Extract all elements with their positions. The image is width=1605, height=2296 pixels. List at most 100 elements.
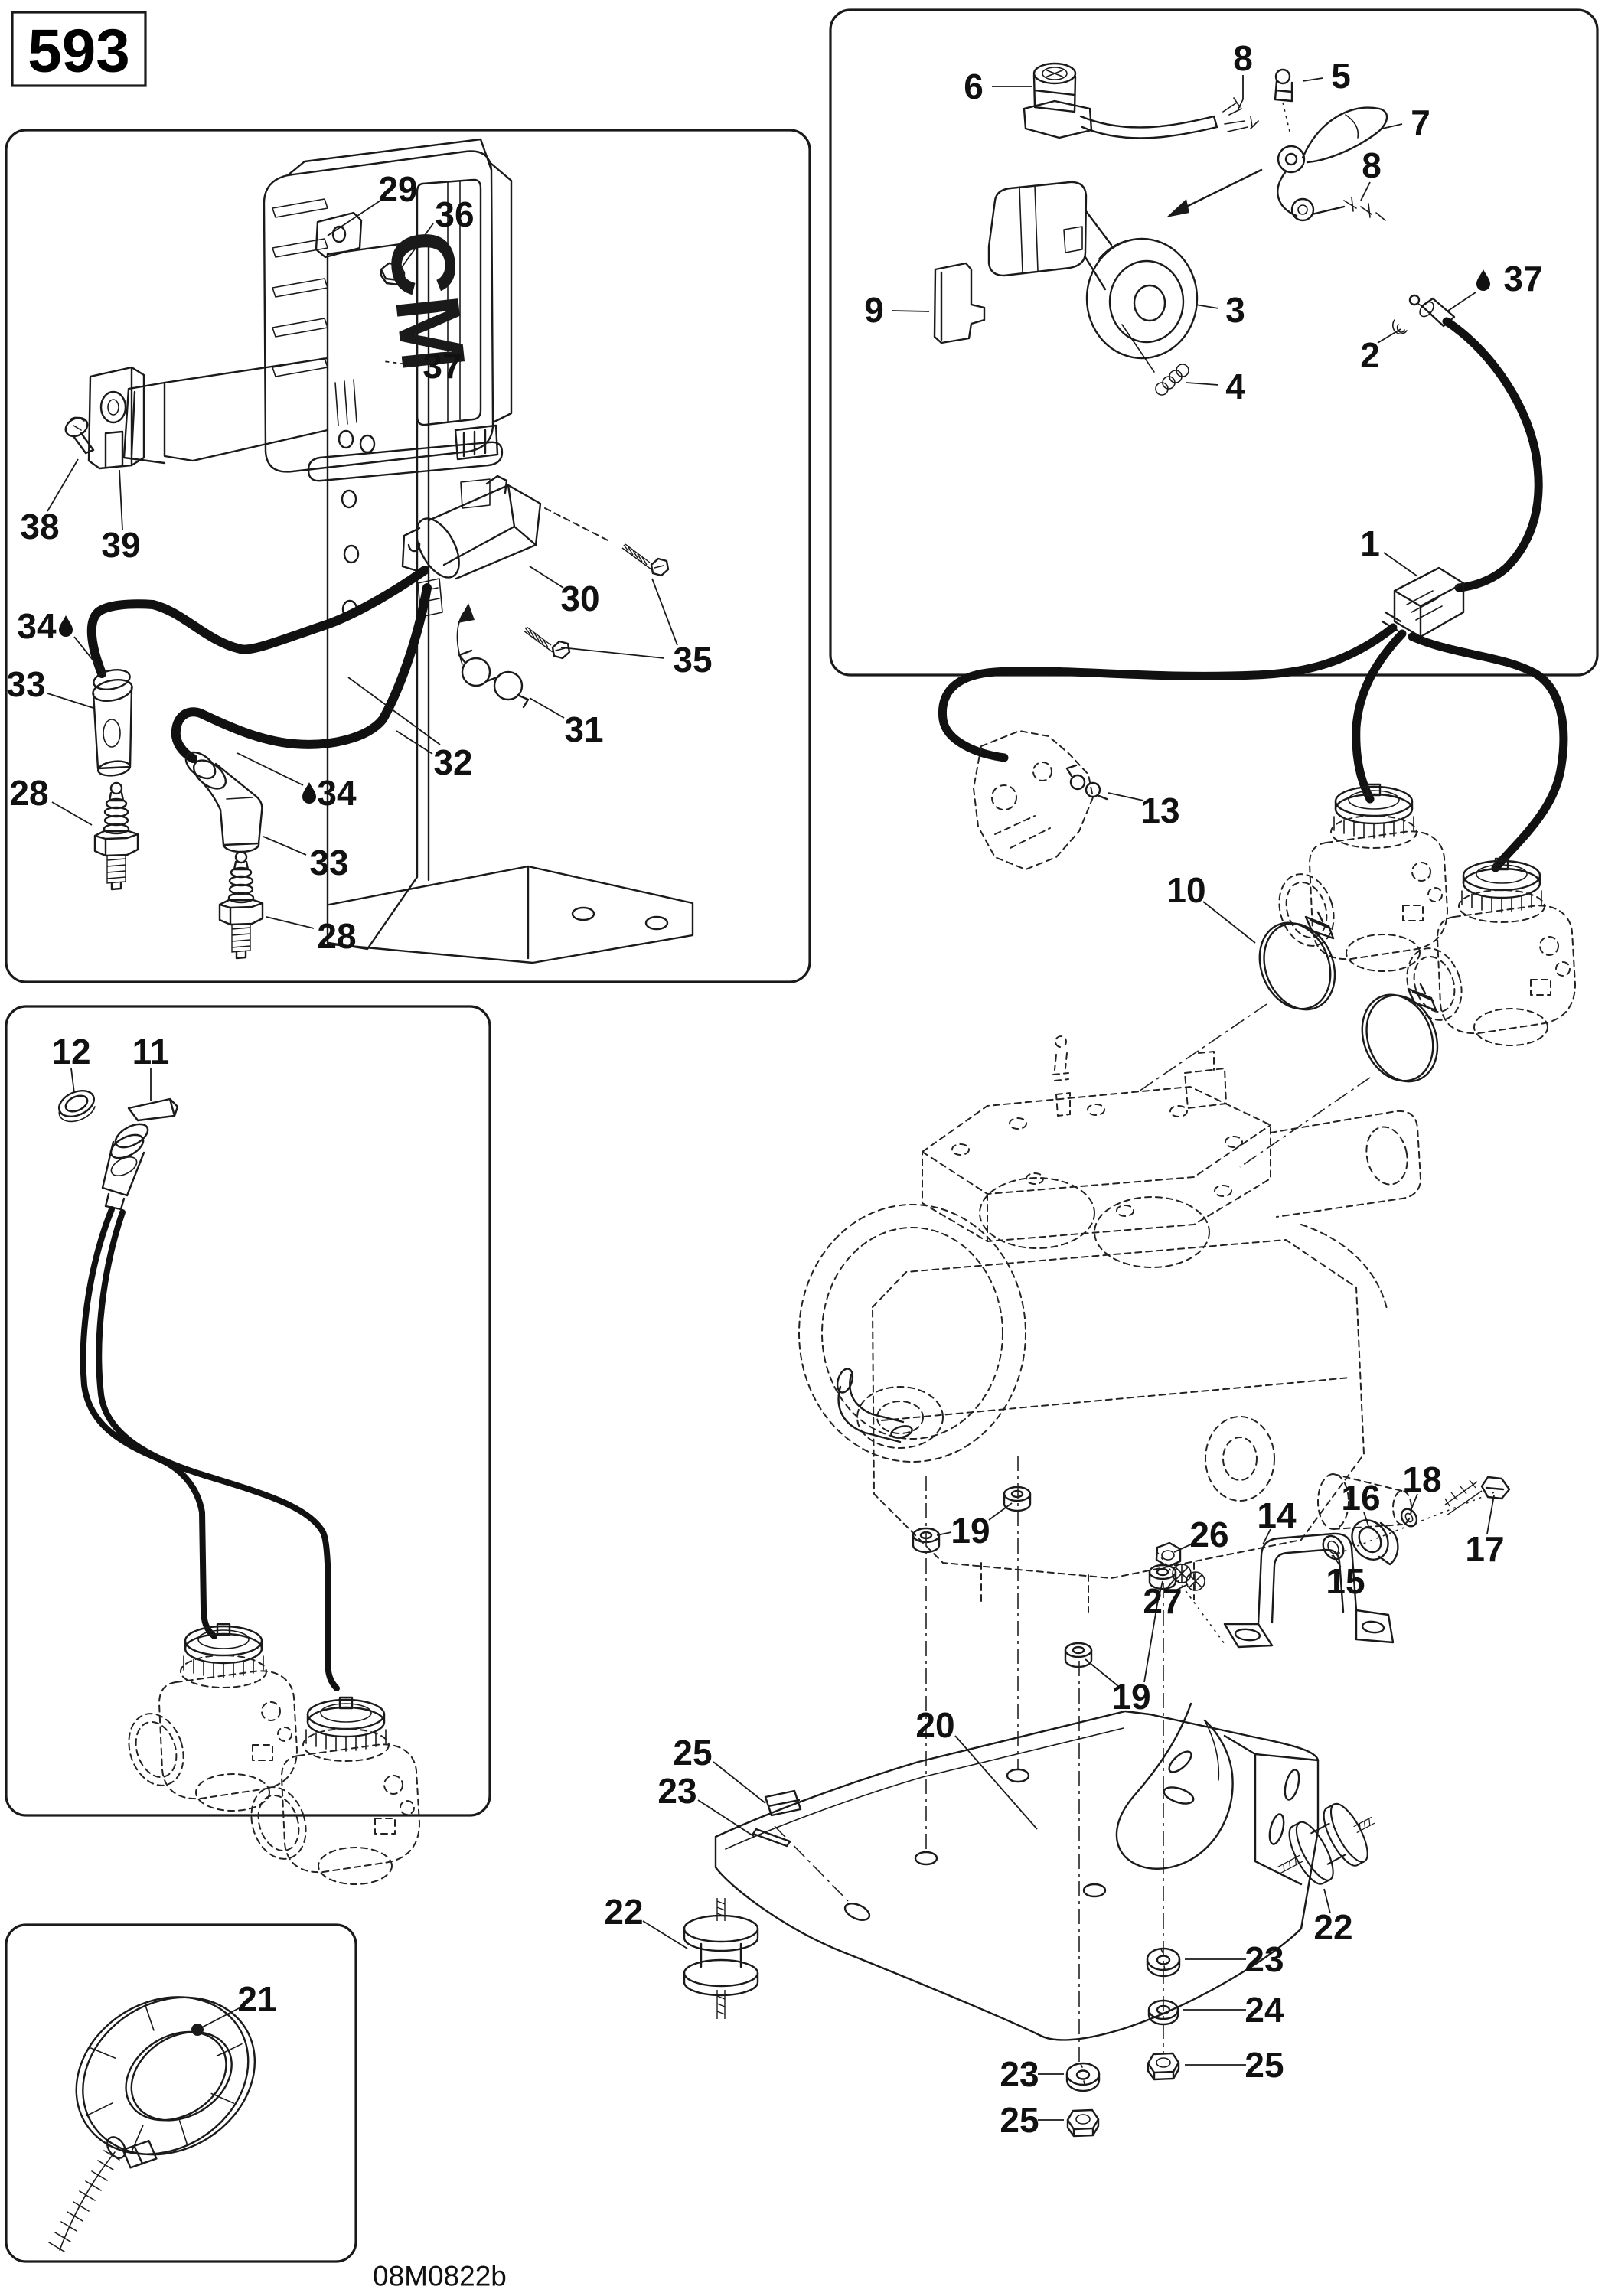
leader-line-27 — [1172, 1583, 1189, 1593]
part-callout-25: 25 — [1245, 2045, 1284, 2085]
part-callout-13: 13 — [1140, 791, 1179, 830]
part-callout-6: 6 — [964, 67, 984, 106]
leader-line-22 — [642, 1920, 688, 1949]
leader-line-38 — [47, 458, 79, 512]
bracket-39-and-screw-38-drawing — [64, 366, 145, 470]
leader-line-14 — [1262, 1528, 1271, 1545]
leader-line-10 — [1202, 901, 1256, 944]
part-callout-25: 25 — [1000, 2100, 1039, 2140]
part-callout-11: 11 — [132, 1032, 170, 1071]
leader-line-25 — [713, 1761, 766, 1804]
leader-line-4 — [1186, 382, 1219, 386]
leader-line-37 — [382, 360, 420, 367]
part-callout-21: 21 — [237, 1979, 276, 2019]
leader-dot — [191, 2024, 204, 2036]
part-callout-37: 37 — [422, 346, 462, 386]
inset-box-ignition — [5, 129, 811, 983]
leader-line-21 — [200, 2007, 240, 2029]
part-callout-4: 4 — [1225, 367, 1245, 406]
part-callout-36: 36 — [435, 194, 474, 234]
leader-line-30 — [529, 566, 564, 589]
inset-box-knob — [5, 1923, 357, 2263]
leader-line-35 — [651, 578, 678, 646]
part-callout-7: 7 — [1411, 103, 1430, 142]
carburetors-main-drawing — [1136, 783, 1577, 1168]
leader-line-19 — [988, 1502, 1013, 1521]
leader-line-19 — [1143, 1580, 1163, 1683]
part-callout-14: 14 — [1257, 1495, 1297, 1535]
knob-drawing — [48, 1996, 256, 2252]
part-callout-32: 32 — [433, 742, 472, 782]
part-callout-39: 39 — [101, 525, 140, 565]
part-callout-10: 10 — [1166, 870, 1205, 910]
part-callout-27: 27 — [1143, 1581, 1182, 1621]
part-callout-34: 34 — [317, 773, 357, 813]
kill-switch-drawing — [1023, 62, 1259, 139]
leader-line-3 — [1195, 304, 1219, 309]
part-callout-1: 1 — [1360, 523, 1380, 563]
part-callout-30: 30 — [560, 579, 599, 618]
leader-line-12 — [70, 1068, 75, 1094]
part-callout-18: 18 — [1402, 1459, 1441, 1499]
recoil-starter-drawing — [933, 181, 1199, 396]
part-callout-31: 31 — [564, 709, 603, 749]
part-callout-38: 38 — [20, 507, 59, 546]
leader-line-20 — [954, 1735, 1038, 1830]
part-callout-17: 17 — [1465, 1529, 1504, 1569]
leader-line-8 — [1360, 181, 1371, 201]
leader-line-35 — [560, 647, 665, 659]
part-callout-22: 22 — [1313, 1907, 1352, 1947]
part-callout-33: 33 — [6, 664, 45, 704]
part-callout-34: 34 — [17, 606, 57, 646]
engine-mount-hardware-drawing — [774, 1456, 1511, 2063]
engine-drawing — [798, 1035, 1421, 1613]
leader-line-7 — [1382, 123, 1403, 129]
leader-line-23 — [697, 1799, 755, 1838]
leader-line-18 — [1410, 1493, 1418, 1512]
leader-line-5 — [1302, 77, 1323, 82]
leader-line-1 — [1383, 552, 1418, 577]
part-callout-29: 29 — [378, 169, 417, 209]
leader-line-26 — [1173, 1542, 1195, 1553]
part-callout-23: 23 — [657, 1771, 696, 1811]
lubricant-droplet-icon — [1476, 269, 1490, 291]
part-callout-23: 23 — [1000, 2054, 1039, 2094]
leader-line-15 — [1333, 1554, 1342, 1568]
throttle-cable-drawing — [938, 294, 1568, 872]
throttle-lever-drawing — [1166, 68, 1388, 222]
leader-line-17 — [1486, 1495, 1495, 1534]
leader-line-19 — [936, 1531, 952, 1536]
part-callout-20: 20 — [915, 1705, 954, 1745]
part-callout-23: 23 — [1245, 1939, 1284, 1979]
module-logo: CM — [369, 226, 484, 376]
drawing-code: 08M0822b — [373, 2261, 507, 2292]
part-callout-12: 12 — [51, 1032, 90, 1071]
leader-line-33 — [47, 693, 94, 709]
inset-box-sensor — [5, 1005, 491, 1817]
leader-line-27 — [1166, 1577, 1176, 1590]
leader-line-2 — [1377, 328, 1401, 344]
ignition-coil-drawing — [86, 475, 670, 960]
leader-line-13 — [1108, 792, 1144, 801]
part-callout-5: 5 — [1331, 56, 1351, 96]
leader-line-22 — [1323, 1888, 1331, 1914]
leader-line-33 — [263, 836, 307, 856]
part-callout-26: 26 — [1189, 1515, 1228, 1554]
part-callout-25: 25 — [673, 1733, 712, 1773]
part-callout-35: 35 — [673, 640, 712, 680]
part-callout-19: 19 — [1111, 1677, 1150, 1717]
part-callout-24: 24 — [1245, 1990, 1284, 2030]
model-number-box — [11, 11, 147, 87]
part-callout-2: 2 — [1360, 335, 1380, 375]
leader-line-28 — [51, 801, 93, 826]
oil-pump-bracket-drawing — [973, 730, 1108, 870]
sensor-drawing — [58, 1089, 421, 1886]
part-callout-28: 28 — [9, 773, 48, 813]
leader-line-37 — [1447, 292, 1476, 311]
part-callout-8: 8 — [1233, 38, 1253, 78]
leader-line-36 — [397, 223, 434, 273]
part-callout-22: 22 — [604, 1892, 643, 1932]
